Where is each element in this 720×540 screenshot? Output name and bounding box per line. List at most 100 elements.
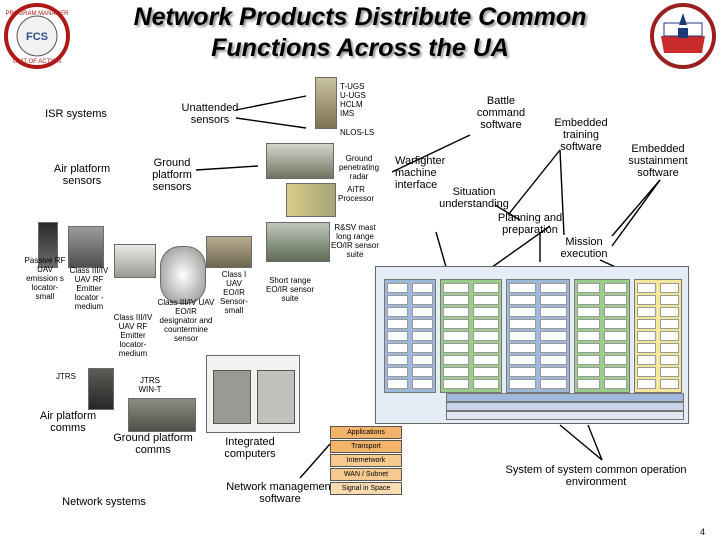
arch-cell [387,331,408,341]
svg-text:PROGRAM MANAGER: PROGRAM MANAGER [5,11,69,17]
class-i-uav-photo [206,236,252,268]
arch-cell [540,331,567,341]
arch-cell [637,319,656,329]
arch-cell [443,283,469,293]
arch-cell [443,355,469,365]
arch-cell [577,379,600,389]
arch-cell [540,379,567,389]
rsv-mast-vehicle-photo [266,222,330,262]
arch-cell [509,307,536,317]
arch-cell [540,355,567,365]
ground-penetrating-radar-label: Ground penetrating radar [338,154,380,181]
network-protocol-stack: Applications Transport Internetwork WAN … [330,426,402,496]
battle-command-label: Battle command software [476,95,526,131]
arch-cell [473,367,499,377]
arch-cell [577,355,600,365]
isr-systems-label: ISR systems [45,108,107,120]
passive-rf-label: Passive RF UAV emission s locator-small [24,256,66,301]
ugs-list: T-UGS U-UGS HCLM IMS [340,82,380,118]
stack-wan-subnet: WAN / Subnet [330,468,402,481]
arch-cell [637,367,656,377]
arch-cell [660,283,679,293]
arch-cell [660,343,679,353]
arch-cell [637,379,656,389]
rf-emitter-box-photo [114,244,156,278]
arch-cell [443,367,469,377]
arch-cell [540,295,567,305]
arch-cell [577,331,600,341]
arch-cell [387,343,408,353]
arch-cell [412,331,433,341]
eoir-designator-photo [160,246,206,304]
arch-cell [509,319,536,329]
arch-cell [412,295,433,305]
arch-cell [540,367,567,377]
class-iii-iv-rf-label-1: Class III/IV UAV RF Emitter locator - me… [69,266,109,311]
arch-cell [387,307,408,317]
arch-cell [604,331,627,341]
arch-cell [604,307,627,317]
army-star-seal-logo [650,3,716,69]
svg-text:UNIT OF ACTION: UNIT OF ACTION [13,59,61,65]
arch-cell [473,331,499,341]
arch-cell [577,283,600,293]
arch-cell [577,343,600,353]
unattended-sensors-label: Unattended sensors [181,102,239,126]
arch-cell [540,319,567,329]
air-platform-comms-label: Air platform comms [39,410,97,434]
arch-cell [637,331,656,341]
arch-cell [637,355,656,365]
arch-cell [387,367,408,377]
arch-os-bar [446,411,684,420]
arch-cell [637,307,656,317]
arch-cell [660,379,679,389]
arch-cell [604,355,627,365]
arch-cell [387,283,408,293]
arch-cell [660,331,679,341]
arch-cell [473,295,499,305]
arch-cell [412,367,433,377]
arch-cell [443,319,469,329]
arch-cell [473,379,499,389]
class-i-uav-label: Class I UAV EO/IR Sensor-small [219,270,248,315]
embedded-sustainment-label: Embedded sustainment software [628,143,688,179]
arch-cell [387,379,408,389]
arch-cell [637,283,656,293]
arch-cell [604,367,627,377]
jtrs-radio-photo [88,368,114,410]
arch-cell [637,295,656,305]
network-systems-label: Network systems [62,496,146,508]
arch-cell [412,343,433,353]
arch-cell [473,343,499,353]
jtrs-label: JTRS [56,372,76,381]
arch-cell [660,367,679,377]
arch-cell [604,283,627,293]
mission-execution-label: Mission execution [560,236,608,260]
jtrs-wint-label: JTRS WIN-T [138,376,162,394]
arch-cell [509,343,536,353]
arch-cell [443,295,469,305]
arch-cell [540,343,567,353]
arch-coe-bar [446,402,684,411]
ugs-item-t-ugs: T-UGS [340,82,365,91]
warfighter-interface-label: Warfighter machine interface [395,155,446,191]
arch-cell [412,283,433,293]
arch-cell [412,355,433,365]
aitr-processor-photo [286,183,336,217]
arch-cell [604,319,627,329]
air-platform-sensors-label: Air platform sensors [53,163,111,187]
arch-cell [509,331,536,341]
arch-cell [577,319,600,329]
integrated-computers-label: Integrated computers [224,436,276,460]
arch-cell [473,319,499,329]
arch-cell [604,379,627,389]
arch-cell [509,283,536,293]
class-iii-iv-rf-label-2: Class III/IV UAV RF Emitter locator-medi… [113,313,153,358]
ugs-device-photo [315,77,337,129]
ground-radar-vehicle-photo [266,143,334,179]
arch-bcs-services-bar [446,393,684,402]
title-line-2: Functions Across the UA [211,34,509,62]
arch-cell [509,355,536,365]
arch-cell [443,379,469,389]
